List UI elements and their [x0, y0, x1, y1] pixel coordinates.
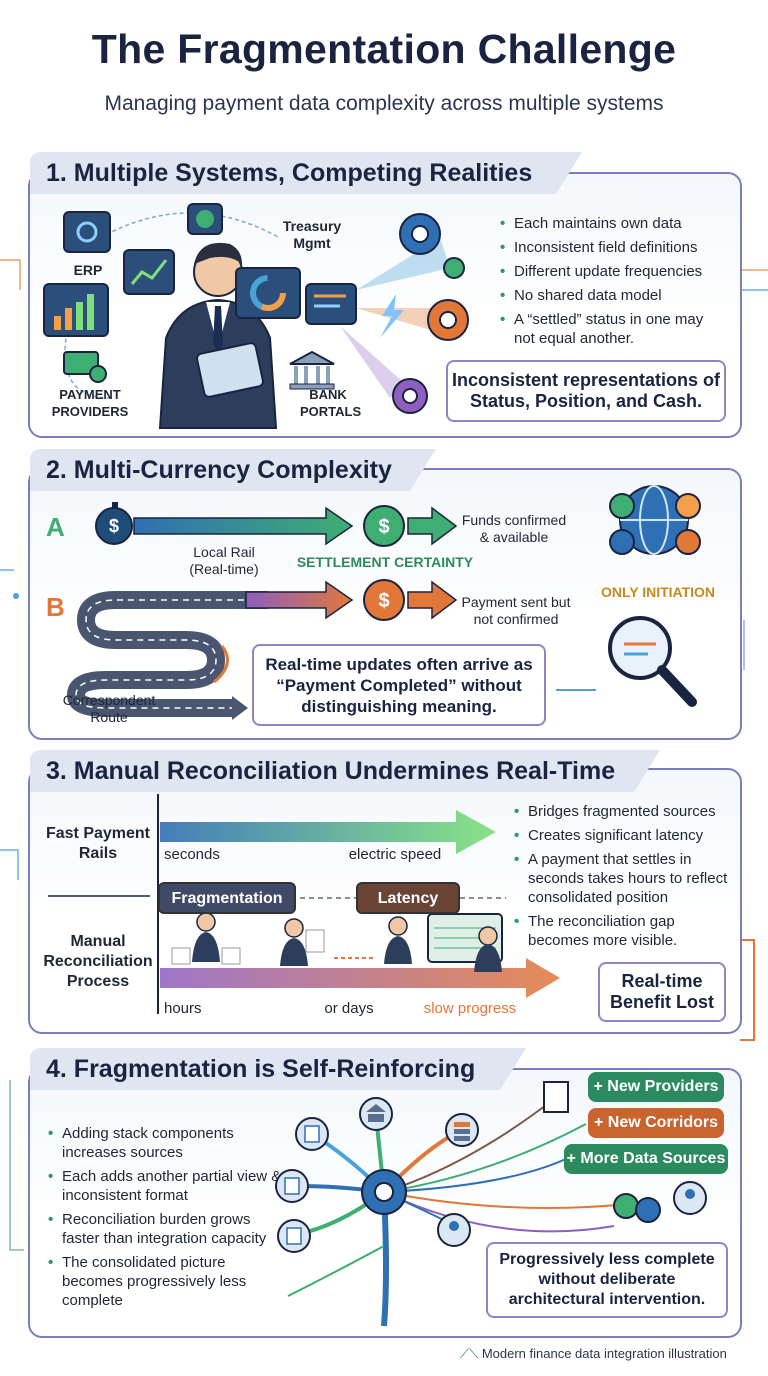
reconciliation-illustration: [48, 794, 560, 1014]
route-a-outcome: Funds confirmed & available: [461, 512, 567, 545]
route-a-letter: A: [46, 512, 65, 542]
list-item: The consolidated picture becomes progres…: [48, 1253, 284, 1310]
list-item: Adding stack components increases source…: [48, 1124, 284, 1162]
pill-new-corridors: + New Corridors: [588, 1108, 724, 1138]
section-3-heading: 3. Manual Reconciliation Undermines Real…: [30, 750, 660, 792]
label-erp: ERP: [73, 262, 103, 278]
pulse-icon: ⟋⟍: [460, 1346, 479, 1361]
manual-process-label: Manual Reconciliation Process: [43, 933, 153, 990]
section-3-bullets: Bridges fragmented sources Creates signi…: [514, 802, 728, 955]
list-item: Creates significant latency: [514, 826, 728, 845]
list-item: Each adds another partial view & inconsi…: [48, 1167, 284, 1205]
slow-left-label: hours: [164, 1000, 202, 1017]
network-tree-illustration: [275, 1081, 707, 1327]
settlement-certainty-label: SETTLEMENT CERTAINTY: [296, 554, 474, 570]
label-payment-providers: PAYMENT PROVIDERS: [51, 387, 129, 419]
section-1-bullets: Each maintains own data Inconsistent fie…: [500, 214, 722, 353]
pill-new-providers: + New Providers: [588, 1072, 724, 1102]
circuit-decoration-left: [0, 259, 24, 1251]
list-item: A “settled” status in one may not equal …: [500, 310, 722, 348]
fast-right-label: electric speed: [348, 846, 442, 863]
route-b-letter: B: [46, 592, 65, 622]
gear-icon: [399, 213, 441, 255]
fast-rails-label: Fast Payment Rails: [45, 825, 151, 862]
systems-illustration: [43, 203, 469, 429]
section-2-callout: Real-time updates often arrive as “Payme…: [252, 644, 546, 726]
list-item: No shared data model: [500, 286, 722, 305]
only-initiation-label: ONLY INITIATION: [600, 584, 716, 600]
footer-caption-row: ⟋⟍ Modern finance data integration illus…: [460, 1346, 750, 1362]
slow-right-label: slow progress: [423, 1000, 517, 1017]
svg-text:$: $: [109, 516, 119, 536]
fragmentation-tag: Fragmentation: [158, 882, 296, 914]
page-title: The Fragmentation Challenge: [91, 26, 677, 72]
route-b-outcome: Payment sent but not confirmed: [461, 594, 571, 627]
list-item: Different update frequencies: [500, 262, 722, 281]
section-4-heading: 4. Fragmentation is Self-Reinforcing: [30, 1048, 526, 1090]
section-4-callout: Progressively less complete without deli…: [486, 1242, 728, 1318]
label-bank-portals: BANK PORTALS: [300, 387, 362, 419]
slow-mid-label: or days: [324, 1000, 374, 1017]
latency-tag: Latency: [356, 882, 460, 914]
page-subtitle: Managing payment data complexity across …: [104, 92, 664, 115]
list-item: Reconciliation burden grows faster than …: [48, 1210, 284, 1248]
label-treasury: Treasury Mgmt: [282, 218, 342, 251]
section-3-callout: Real-time Benefit Lost: [598, 962, 726, 1022]
list-item: Each maintains own data: [500, 214, 722, 233]
svg-text:$: $: [378, 516, 389, 538]
footer-caption: Modern finance data integration illustra…: [481, 1346, 727, 1361]
list-item: Inconsistent field definitions: [500, 238, 722, 257]
circuit-decoration-right: [740, 269, 768, 1041]
section-1-callout: Inconsistent representations of Status, …: [446, 360, 726, 422]
section-2-heading: 2. Multi-Currency Complexity: [30, 449, 436, 491]
route-b-rail-label: Correspondent Route: [62, 692, 156, 725]
list-item: The reconciliation gap becomes more visi…: [514, 912, 728, 950]
section-1-heading: 1. Multiple Systems, Competing Realities: [30, 152, 582, 194]
fast-left-label: seconds: [164, 846, 220, 863]
route-a-rail-label: Local Rail (Real-time): [189, 544, 259, 577]
currency-routes-illustration: $ $ $: [66, 485, 701, 720]
list-item: A payment that settles in seconds takes …: [514, 850, 728, 907]
pill-more-data-sources: + More Data Sources: [564, 1144, 728, 1174]
section-4-bullets: Adding stack components increases source…: [48, 1124, 284, 1315]
svg-text:$: $: [378, 590, 389, 612]
list-item: Bridges fragmented sources: [514, 802, 728, 821]
